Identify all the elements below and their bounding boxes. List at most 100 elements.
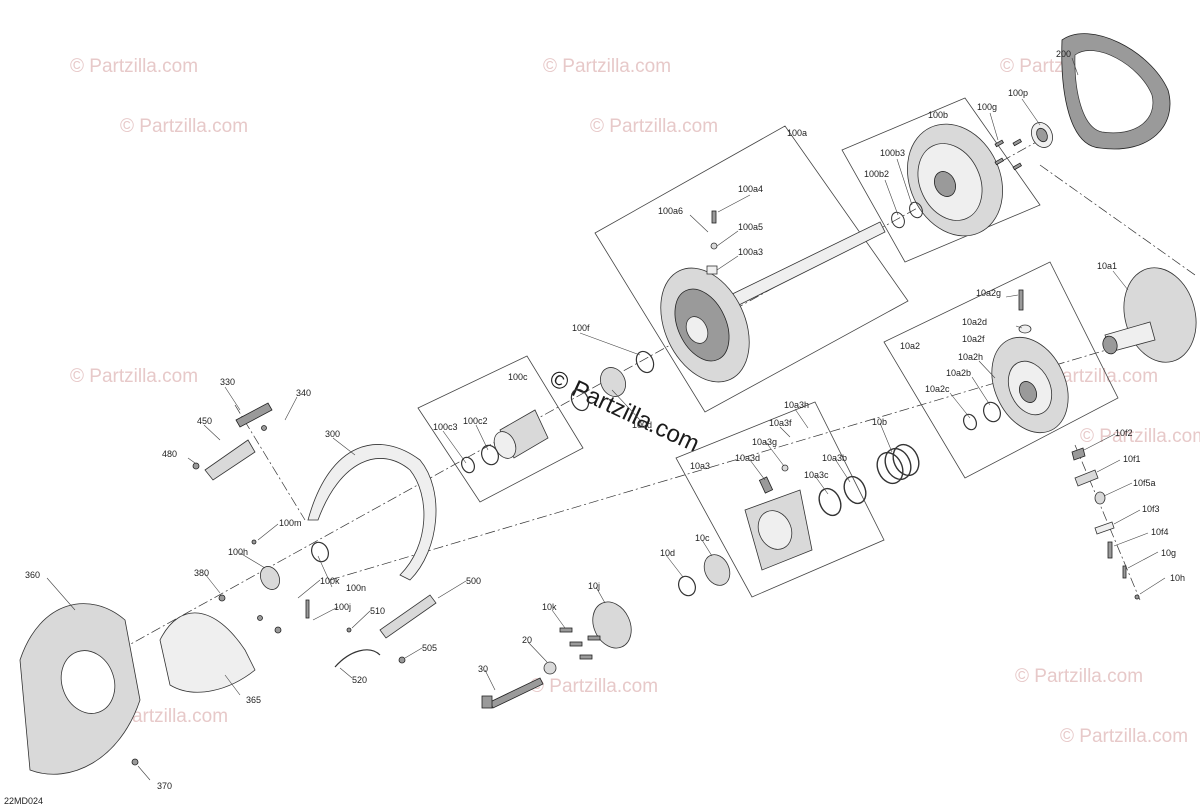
callout-300[interactable]: 300 bbox=[325, 429, 340, 439]
leader-lines bbox=[46, 57, 1166, 781]
callout-10h[interactable]: 10h bbox=[1170, 573, 1185, 583]
cam-assembly bbox=[460, 409, 549, 474]
callout-100b[interactable]: 100b bbox=[928, 110, 948, 120]
callout-100c[interactable]: 100c bbox=[508, 372, 528, 382]
callout-10j[interactable]: 10j bbox=[588, 581, 600, 591]
callout-100c3[interactable]: 100c3 bbox=[433, 422, 458, 432]
watermark-top-center: © Partzilla.com bbox=[543, 56, 671, 77]
watermark-top-left: © Partzilla.com bbox=[70, 56, 198, 77]
watermark-mid-right-2: © Partzilla.com bbox=[1080, 426, 1200, 447]
callout-520[interactable]: 520 bbox=[352, 675, 367, 685]
callout-480[interactable]: 480 bbox=[162, 449, 177, 459]
callout-10k[interactable]: 10k bbox=[542, 602, 557, 612]
callout-100b2[interactable]: 100b2 bbox=[864, 169, 889, 179]
callout-360[interactable]: 360 bbox=[25, 570, 40, 580]
callout-10a2c[interactable]: 10a2c bbox=[925, 384, 950, 394]
belt-guard bbox=[307, 444, 437, 581]
callout-labels: 200 100p 100g 100b 100b3 100b2 100a 100a… bbox=[25, 49, 1185, 791]
watermark-bottom-right: © Partzilla.com bbox=[1015, 666, 1143, 687]
front-hardware bbox=[481, 554, 731, 709]
box-100c bbox=[417, 355, 584, 503]
callout-10a3[interactable]: 10a3 bbox=[690, 461, 710, 471]
watermark-bottom-center: © Partzilla.com bbox=[530, 676, 658, 697]
box-100a bbox=[594, 125, 909, 413]
box-10a2 bbox=[883, 261, 1119, 479]
callout-10a1[interactable]: 10a1 bbox=[1097, 261, 1117, 271]
callout-10g[interactable]: 10g bbox=[1161, 548, 1176, 558]
drive-fixed-sheave bbox=[1102, 267, 1197, 363]
watermark-mid-left: © Partzilla.com bbox=[70, 366, 198, 387]
callout-10a3b[interactable]: 10a3b bbox=[822, 453, 847, 463]
watermark-bottom-right-2: © Partzilla.com bbox=[1060, 726, 1188, 747]
callout-100h[interactable]: 100h bbox=[228, 547, 248, 557]
fixed-sheave-shaft bbox=[570, 210, 886, 412]
callout-100m[interactable]: 100m bbox=[279, 518, 302, 528]
callout-200[interactable]: 200 bbox=[1056, 49, 1071, 59]
callout-100j[interactable]: 100j bbox=[334, 602, 351, 612]
callout-10a3c[interactable]: 10a3c bbox=[804, 470, 829, 480]
callout-10a2f[interactable]: 10a2f bbox=[962, 334, 985, 344]
watermark-top-center-2: © Partzilla.com bbox=[590, 116, 718, 137]
callout-10a2g[interactable]: 10a2g bbox=[976, 288, 1001, 298]
callout-100a5[interactable]: 100a5 bbox=[738, 222, 763, 232]
mount-bracket bbox=[192, 402, 273, 481]
callout-330[interactable]: 330 bbox=[220, 377, 235, 387]
callout-10f3[interactable]: 10f3 bbox=[1142, 504, 1160, 514]
callout-20[interactable]: 20 bbox=[522, 635, 532, 645]
lower-hardware bbox=[218, 539, 310, 634]
callout-10a2d[interactable]: 10a2d bbox=[962, 317, 987, 327]
callout-10b[interactable]: 10b bbox=[872, 417, 887, 427]
callout-340[interactable]: 340 bbox=[296, 388, 311, 398]
callout-100f[interactable]: 100f bbox=[572, 323, 590, 333]
callout-10c[interactable]: 10c bbox=[695, 533, 710, 543]
callout-10a3h[interactable]: 10a3h bbox=[784, 400, 809, 410]
callout-100p[interactable]: 100p bbox=[1008, 88, 1028, 98]
diagram-code: 22MD024 bbox=[4, 796, 43, 806]
callout-365[interactable]: 365 bbox=[246, 695, 261, 705]
roller-hardware bbox=[1071, 447, 1140, 600]
driven-axis-line bbox=[119, 139, 1041, 651]
callout-100a4[interactable]: 100a4 bbox=[738, 184, 763, 194]
callout-450[interactable]: 450 bbox=[197, 416, 212, 426]
callout-100b3[interactable]: 100b3 bbox=[880, 148, 905, 158]
callout-30[interactable]: 30 bbox=[478, 664, 488, 674]
box-10a3 bbox=[675, 401, 885, 598]
callout-100c2[interactable]: 100c2 bbox=[463, 416, 488, 426]
drive-belt bbox=[1061, 33, 1171, 150]
callout-10f1[interactable]: 10f1 bbox=[1123, 454, 1141, 464]
callout-500[interactable]: 500 bbox=[466, 576, 481, 586]
engine-housing bbox=[19, 603, 256, 775]
bracket-axis-line bbox=[234, 404, 306, 521]
callout-10f2[interactable]: 10f2 bbox=[1115, 428, 1133, 438]
callout-10f5a[interactable]: 10f5a bbox=[1133, 478, 1156, 488]
callout-10a3g[interactable]: 10a3g bbox=[752, 437, 777, 447]
belt-return-line bbox=[1039, 164, 1196, 276]
callout-10f4[interactable]: 10f4 bbox=[1151, 527, 1169, 537]
callout-370[interactable]: 370 bbox=[157, 781, 172, 791]
cable-parts bbox=[334, 594, 437, 668]
callout-100g[interactable]: 100g bbox=[977, 102, 997, 112]
box-100b bbox=[841, 97, 1041, 263]
bolt-axis-line bbox=[1074, 444, 1141, 601]
movable-sheave bbox=[891, 122, 1053, 237]
watermark-top-left-2: © Partzilla.com bbox=[120, 116, 248, 137]
callout-10a2[interactable]: 10a2 bbox=[900, 341, 920, 351]
callout-100d[interactable]: 100d bbox=[632, 420, 652, 430]
callout-510[interactable]: 510 bbox=[370, 606, 385, 616]
callout-10a3d[interactable]: 10a3d bbox=[735, 453, 760, 463]
group-boxes bbox=[417, 97, 1119, 598]
drive-spring bbox=[876, 443, 920, 485]
callout-505[interactable]: 505 bbox=[422, 643, 437, 653]
callout-10a2b[interactable]: 10a2b bbox=[946, 368, 971, 378]
callout-100a[interactable]: 100a bbox=[787, 128, 807, 138]
callout-10a3f[interactable]: 10a3f bbox=[769, 418, 792, 428]
callout-100k[interactable]: 100k bbox=[320, 576, 340, 586]
drive-movable-sheave bbox=[962, 289, 1069, 434]
callout-100a3[interactable]: 100a3 bbox=[738, 247, 763, 257]
callout-10a2h[interactable]: 10a2h bbox=[958, 352, 983, 362]
callout-100a6[interactable]: 100a6 bbox=[658, 206, 683, 216]
callout-10d[interactable]: 10d bbox=[660, 548, 675, 558]
callout-100n[interactable]: 100n bbox=[346, 583, 366, 593]
callout-380[interactable]: 380 bbox=[194, 568, 209, 578]
